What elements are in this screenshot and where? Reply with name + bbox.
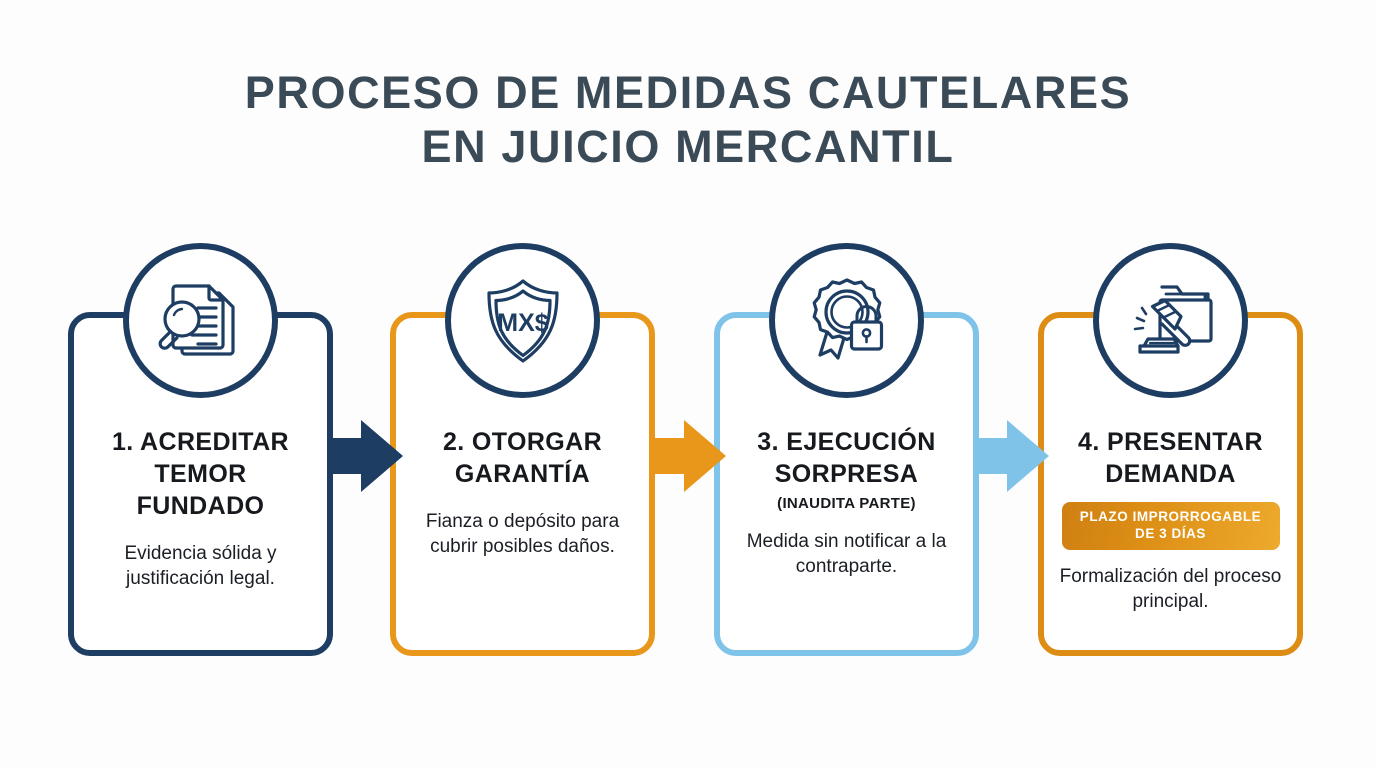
shield-currency-label: MX$ bbox=[497, 309, 549, 337]
arrow-step3-to-step4 bbox=[977, 412, 1049, 500]
step-card-4-description: Formalización del proceso principal. bbox=[1059, 565, 1282, 612]
arrow-right-icon bbox=[331, 420, 403, 492]
step-card-1-description: Evidencia sólida y justificación legal. bbox=[124, 543, 277, 590]
status-badge-deadline: PLAZO IMPRORROGABLE DE 3 DÍAS bbox=[1061, 502, 1280, 550]
arrow-step2-to-step3 bbox=[654, 412, 726, 500]
step-card-2-body: 2. OTORGAR GARANTÍA Fianza o depósito pa… bbox=[396, 426, 649, 560]
step-card-3-heading: 3. EJECUCIÓN SORPRESA bbox=[757, 428, 936, 488]
step-card-1-body: 1. ACREDITAR TEMOR FUNDADO Evidencia sól… bbox=[74, 426, 327, 592]
step-card-2-description: Fianza o depósito para cubrir posibles d… bbox=[425, 511, 620, 558]
title-line-1: PROCESO DE MEDIDAS CAUTELARES bbox=[244, 67, 1132, 118]
step-card-3[interactable]: 3. EJECUCIÓN SORPRESA (INAUDITA PARTE) M… bbox=[714, 312, 979, 656]
arrow-right-icon bbox=[977, 420, 1049, 492]
step-card-3-body: 3. EJECUCIÓN SORPRESA (INAUDITA PARTE) M… bbox=[720, 426, 973, 580]
step-2-icon-circle: MX$ bbox=[445, 243, 600, 398]
step-card-2[interactable]: 2. OTORGAR GARANTÍA Fianza o depósito pa… bbox=[390, 312, 655, 656]
step-card-1-heading: 1. ACREDITAR TEMOR FUNDADO bbox=[111, 428, 290, 520]
step-card-4-heading: 4. PRESENTAR DEMANDA bbox=[1078, 428, 1263, 488]
page-title: PROCESO DE MEDIDAS CAUTELARES EN JUICIO … bbox=[0, 66, 1376, 175]
step-card-3-subtitle: (INAUDITA PARTE) bbox=[777, 495, 916, 512]
magnifier-documents-icon bbox=[158, 283, 235, 356]
step-card-3-description: Medida sin notificar a la contraparte. bbox=[746, 531, 947, 578]
step-card-4-body: 4. PRESENTAR DEMANDA PLAZO IMPRORROGABLE… bbox=[1044, 426, 1297, 614]
gavel-folder-icon bbox=[1133, 284, 1213, 354]
step-card-2-heading: 2. OTORGAR GARANTÍA bbox=[442, 428, 603, 488]
arrow-right-icon bbox=[654, 420, 726, 492]
step-4-icon-circle bbox=[1093, 243, 1248, 398]
shield-mxn-icon: MX$ bbox=[486, 278, 559, 363]
title-line-2: EN JUICIO MERCANTIL bbox=[421, 121, 955, 173]
step-1-icon-circle bbox=[123, 243, 278, 398]
arrow-step1-to-step2 bbox=[331, 412, 403, 500]
seal-padlock-icon bbox=[812, 277, 883, 360]
step-3-icon-circle bbox=[769, 243, 924, 398]
